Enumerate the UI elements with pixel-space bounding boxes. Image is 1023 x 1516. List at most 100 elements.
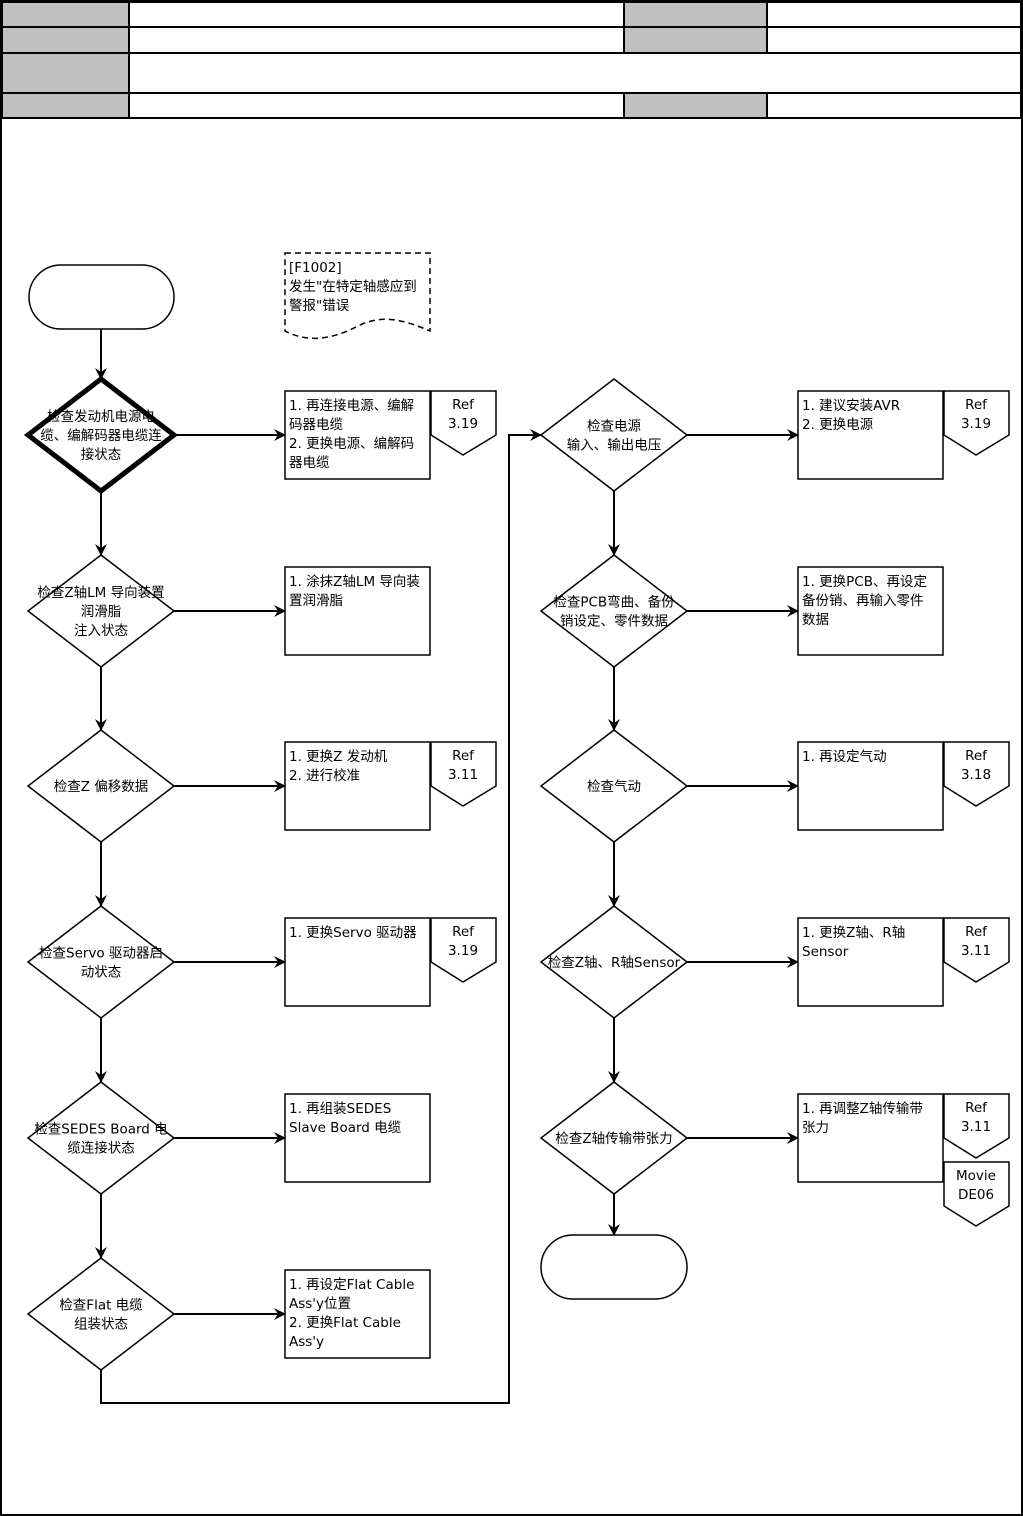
ref-tag-text: Ref: [965, 397, 988, 413]
action-text: 1. 更换Z 发动机: [289, 749, 388, 765]
decision-text: 缆、编解码器电缆连: [40, 428, 162, 444]
decision-text: 润滑脂: [81, 604, 122, 620]
action-text: 1. 再设定气动: [802, 749, 887, 765]
header-value-cell: [766, 92, 1022, 119]
ref-tag: Ref 3.11: [943, 1093, 1010, 1159]
end-terminal: [540, 1234, 688, 1300]
action-text: 2. 更换Flat Cable: [289, 1315, 401, 1331]
header-value-cell: [128, 92, 625, 119]
decision-text: 输入、输出电压: [567, 438, 662, 454]
decision-text: 动状态: [81, 965, 122, 981]
ref-tag: Ref 3.19: [430, 917, 497, 983]
action-text: Sensor: [802, 944, 849, 960]
ref-tag-text: Ref: [965, 1100, 988, 1116]
decision-text: 检查Z轴LM 导向装置: [37, 585, 164, 601]
action-text: 置润滑脂: [289, 593, 343, 609]
action-box-shape: [797, 917, 944, 1007]
decision-text: 检查Z 偏移数据: [54, 779, 149, 795]
check-step: 检查气动: [539, 729, 689, 843]
ref-tag-text: 3.11: [961, 943, 991, 959]
header-label-cell: [1, 92, 130, 119]
ref-tag-text: Ref: [452, 397, 475, 413]
ref-tag: Ref 3.19: [943, 390, 1010, 456]
action-box-shape: [284, 1093, 431, 1183]
decision-text: 检查SEDES Board 电: [34, 1122, 167, 1138]
start-terminal-shape: [28, 264, 175, 330]
ref-tag-shape: [943, 917, 1010, 983]
action-box: 1. 再组装SEDES Slave Board 电缆: [284, 1093, 431, 1183]
error-note-text: [F1002]: [289, 260, 342, 276]
action-text: 数据: [802, 612, 829, 628]
ref-tag-text: 3.11: [961, 1119, 991, 1135]
action-text: 1. 再组装SEDES: [289, 1101, 391, 1117]
error-note-text: 警报"错误: [289, 298, 350, 314]
action-box-shape: [284, 390, 431, 480]
decision-text: 检查Z轴、R轴Sensor: [548, 955, 681, 971]
action-box-shape: [797, 390, 944, 480]
header-label-cell: [623, 26, 768, 54]
ref-tag-text: Ref: [965, 748, 988, 764]
ref-tag-text: 3.18: [961, 767, 991, 783]
decision-text: 接状态: [81, 446, 122, 463]
ref-tag-text: Ref: [965, 924, 988, 940]
decision-text: 检查发动机电源电: [47, 409, 155, 425]
ref-tag-shape: [943, 741, 1010, 807]
ref-tag-shape: [943, 1161, 1010, 1227]
header-label-cell: [1, 26, 130, 54]
ref-tag-shape: [943, 390, 1010, 456]
header-label-cell: [1, 52, 130, 94]
start-terminal: [28, 264, 175, 330]
action-box: 1. 更换Z 发动机 2. 进行校准: [284, 741, 431, 831]
action-text: Slave Board 电缆: [289, 1120, 402, 1136]
decision-text: 组装状态: [74, 1317, 128, 1333]
action-text: 1. 再设定Flat Cable: [289, 1277, 414, 1293]
decision-text: 检查PCB弯曲、备份: [553, 594, 675, 611]
action-box: 1. 再设定气动: [797, 741, 944, 831]
action-box-shape: [284, 1269, 431, 1359]
action-text: 2. 进行校准: [289, 767, 360, 784]
action-box-shape: [797, 566, 944, 656]
action-box-shape: [284, 566, 431, 656]
ref-tag-text: Ref: [452, 924, 475, 940]
error-note-shape: [284, 252, 431, 339]
header-value-cell: [766, 1, 1022, 28]
action-text: 1. 涂抹Z轴LM 导向装: [289, 574, 420, 590]
ref-tag-shape: [943, 1093, 1010, 1159]
action-text: 1. 建议安装AVR: [802, 398, 900, 414]
action-text: 2. 更换电源、编解码: [289, 436, 414, 452]
action-text: 1. 更换Servo 驱动器: [289, 925, 417, 941]
decision-text: 注入状态: [74, 623, 128, 639]
ref-tag-shape: [430, 741, 497, 807]
decision-text: 检查Flat 电缆: [59, 1298, 143, 1314]
ref-tag-text: Movie: [956, 1168, 996, 1184]
header-value-cell: [128, 1, 625, 28]
header-value-cell: [128, 26, 625, 54]
header-label-cell: [623, 92, 768, 119]
ref-tag-text: 3.19: [448, 943, 478, 959]
ref-tag-text: 3.11: [448, 767, 478, 783]
ref-tag: Ref 3.18: [943, 741, 1010, 807]
decision-diamond: [26, 905, 176, 1019]
ref-tag-text: 3.19: [961, 416, 991, 432]
connector-to-right-column: [100, 429, 542, 1404]
action-box-shape: [797, 741, 944, 831]
flow-area: [F1002]发生"在特定轴感应到警报"错误检查发动机电源电缆、编解码器电缆连接…: [23, 252, 1010, 1404]
action-text: 器电缆: [289, 455, 330, 471]
decision-text: 检查电源: [587, 419, 641, 435]
action-box-shape: [797, 1093, 944, 1183]
decision-text: 销设定、零件数据: [560, 614, 668, 630]
check-step: 检查Z轴传输带张力: [539, 1081, 689, 1195]
header-value-cell: [128, 52, 1022, 94]
